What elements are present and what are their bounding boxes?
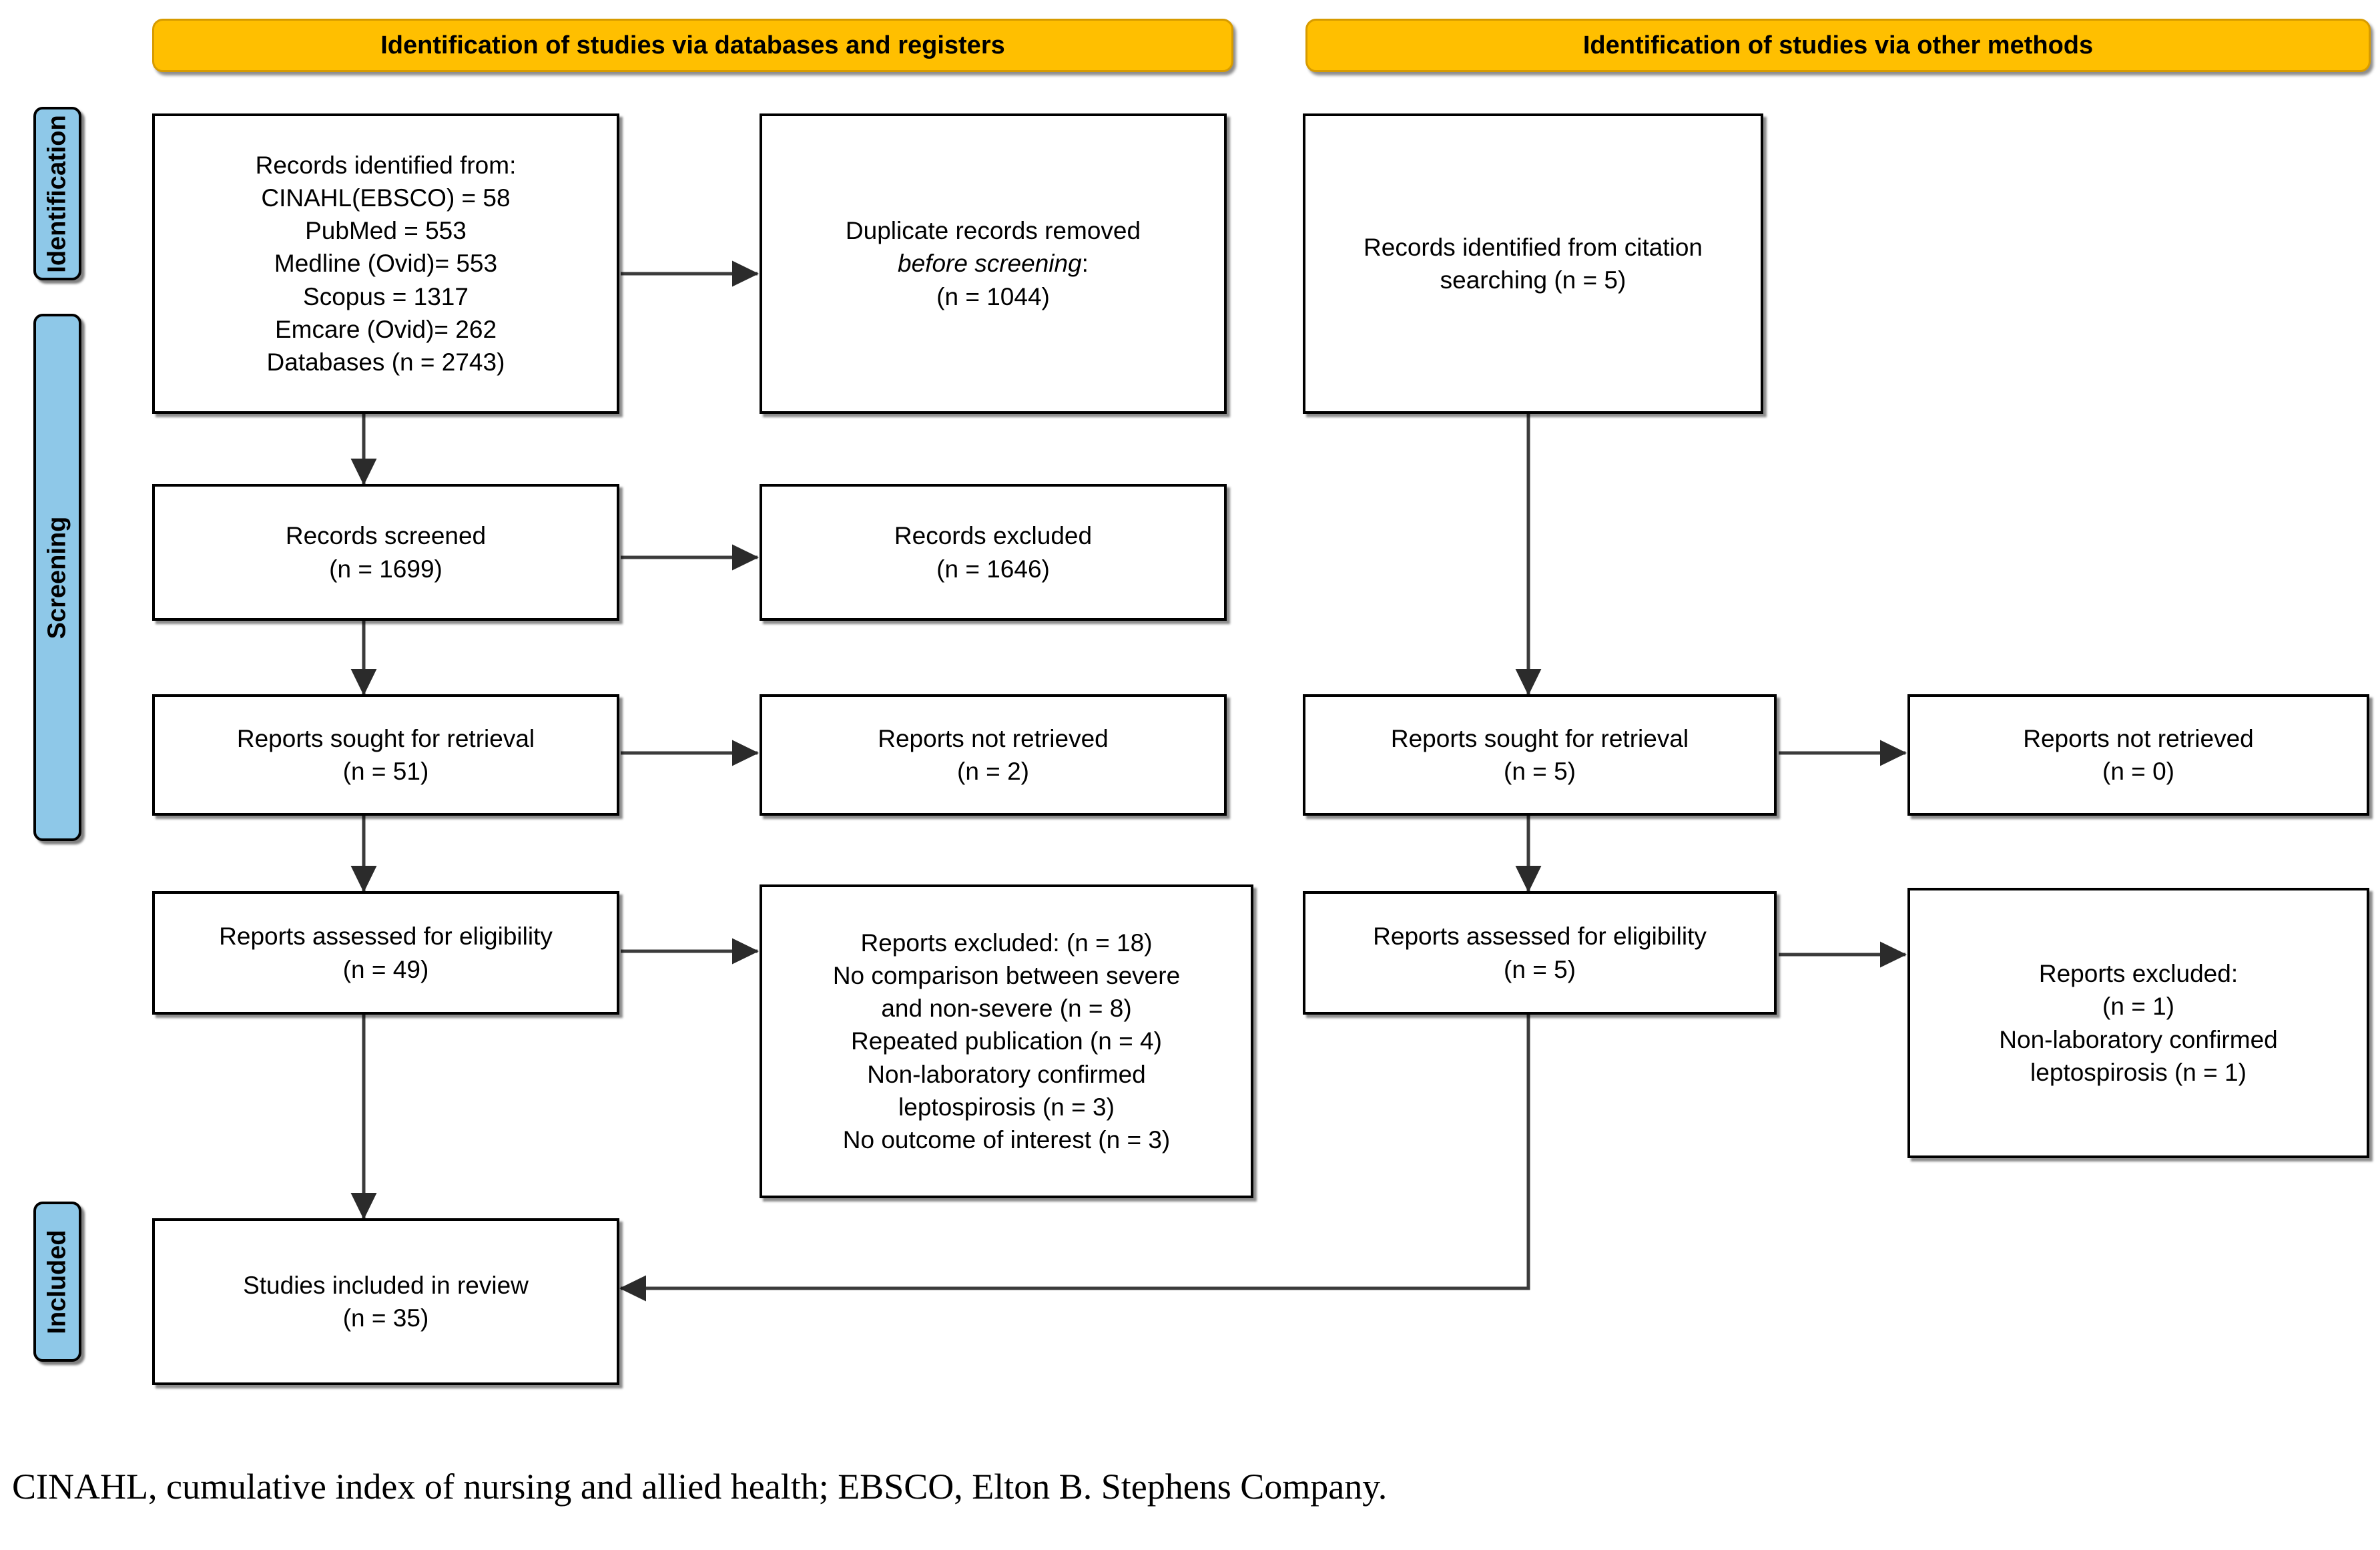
stage-label-included: Included	[43, 1229, 71, 1334]
citation-searching-line-1: searching (n = 5)	[1440, 266, 1626, 294]
reports-excluded-left-line-6: No outcome of interest (n = 3)	[842, 1126, 1171, 1153]
box-reports-excluded-left-text: Reports excluded: (n = 18) No comparison…	[824, 927, 1189, 1156]
box-studies-included-text: Studies included in review (n = 35)	[234, 1269, 538, 1334]
reports-excluded-left-line-5: leptospirosis (n = 3)	[898, 1093, 1115, 1121]
box-studies-included: Studies included in review (n = 35)	[152, 1218, 619, 1385]
box-reports-excluded-left: Reports excluded: (n = 18) No comparison…	[760, 884, 1253, 1198]
banner-databases-registers: Identification of studies via databases …	[152, 19, 1233, 72]
stage-tab-included: Included	[33, 1202, 81, 1362]
reports-not-retrieved-right-line-0: Reports not retrieved	[2023, 724, 2254, 752]
banner-label-right: Identification of studies via other meth…	[1582, 31, 2094, 59]
reports-excluded-left-line-0: Reports excluded: (n = 18)	[860, 929, 1153, 957]
reports-excluded-left-line-1: No comparison between severe	[832, 961, 1181, 989]
studies-included-line-1: (n = 35)	[342, 1304, 429, 1332]
citation-searching-line-0: Records identified from citation	[1364, 233, 1703, 261]
records-identified-line-3: Medline (Ovid)= 553	[274, 250, 498, 278]
box-citation-searching: Records identified from citation searchi…	[1303, 113, 1763, 414]
reports-sought-left-line-1: (n = 51)	[342, 758, 429, 785]
box-records-screened-text: Records screened (n = 1699)	[276, 519, 495, 585]
duplicates-line-3: (n = 1044)	[936, 282, 1050, 310]
stage-label-screening: Screening	[43, 516, 71, 639]
box-reports-not-retrieved-left-text: Reports not retrieved (n = 2)	[868, 722, 1118, 788]
figure-footnote: CINAHL, cumulative index of nursing and …	[12, 1467, 1388, 1507]
stage-tab-screening: Screening	[33, 314, 81, 841]
box-reports-not-retrieved-right: Reports not retrieved (n = 0)	[1907, 694, 2369, 816]
reports-excluded-right-line-2: Non-laboratory confirmed	[1999, 1025, 2278, 1053]
connector-right-to-included	[619, 1015, 1530, 1302]
box-records-identified-text: Records identified from: CINAHL(EBSCO) =…	[246, 149, 526, 378]
box-records-excluded-text: Records excluded (n = 1646)	[885, 519, 1101, 585]
box-citation-searching-text: Records identified from citation searchi…	[1354, 231, 1712, 296]
stage-tab-identification: Identification	[33, 107, 81, 280]
duplicates-before-screening-italic: before screening	[898, 250, 1082, 278]
reports-sought-right-line-0: Reports sought for retrieval	[1390, 724, 1689, 752]
stage-label-identification: Identification	[43, 114, 71, 273]
reports-not-retrieved-right-line-1: (n = 0)	[2102, 758, 2174, 785]
records-screened-line-1: (n = 1699)	[329, 555, 442, 583]
records-screened-line-0: Records screened	[285, 522, 487, 550]
box-reports-assessed-right: Reports assessed for eligibility (n = 5)	[1303, 891, 1777, 1015]
box-reports-assessed-left-text: Reports assessed for eligibility (n = 49…	[210, 920, 562, 985]
records-identified-line-4: Scopus = 1317	[303, 282, 469, 310]
duplicates-line-1: Duplicate records removed	[845, 217, 1141, 245]
records-identified-line-5: Emcare (Ovid)= 262	[274, 315, 497, 343]
studies-included-line-0: Studies included in review	[243, 1271, 529, 1299]
box-reports-assessed-right-text: Reports assessed for eligibility (n = 5)	[1364, 920, 1716, 985]
box-reports-sought-left: Reports sought for retrieval (n = 51)	[152, 694, 619, 816]
box-reports-not-retrieved-right-text: Reports not retrieved (n = 0)	[2014, 722, 2263, 788]
banner-other-methods: Identification of studies via other meth…	[1305, 19, 2371, 72]
box-reports-sought-left-text: Reports sought for retrieval (n = 51)	[228, 722, 544, 788]
reports-not-retrieved-left-line-1: (n = 2)	[957, 758, 1029, 785]
reports-excluded-left-line-4: Non-laboratory confirmed	[867, 1060, 1146, 1088]
records-identified-line-2: PubMed = 553	[305, 217, 467, 245]
box-reports-sought-right-text: Reports sought for retrieval (n = 5)	[1382, 722, 1698, 788]
banner-label-left: Identification of studies via databases …	[380, 31, 1005, 59]
box-reports-excluded-right: Reports excluded: (n = 1) Non-laboratory…	[1907, 888, 2369, 1158]
reports-excluded-left-line-3: Repeated publication (n = 4)	[851, 1027, 1162, 1055]
records-excluded-line-1: (n = 1646)	[936, 555, 1050, 583]
records-identified-line-6: Databases (n = 2743)	[266, 348, 505, 376]
box-records-screened: Records screened (n = 1699)	[152, 484, 619, 621]
reports-assessed-left-line-0: Reports assessed for eligibility	[219, 923, 553, 951]
duplicates-line-2: before screening:	[846, 247, 1141, 280]
reports-excluded-right-line-0: Reports excluded:	[2038, 960, 2239, 988]
reports-excluded-right-line-3: leptospirosis (n = 1)	[2030, 1058, 2247, 1086]
reports-assessed-right-line-1: (n = 5)	[1504, 955, 1576, 983]
box-reports-excluded-right-text: Reports excluded: (n = 1) Non-laboratory…	[1990, 957, 2287, 1089]
box-reports-assessed-left: Reports assessed for eligibility (n = 49…	[152, 891, 619, 1015]
box-reports-sought-right: Reports sought for retrieval (n = 5)	[1303, 694, 1777, 816]
box-reports-not-retrieved-left: Reports not retrieved (n = 2)	[760, 694, 1227, 816]
box-records-excluded: Records excluded (n = 1646)	[760, 484, 1227, 621]
duplicates-colon: :	[1081, 250, 1089, 278]
reports-excluded-right-line-1: (n = 1)	[2102, 993, 2174, 1021]
reports-excluded-left-line-2: and non-severe (n = 8)	[881, 995, 1132, 1023]
reports-sought-right-line-1: (n = 5)	[1504, 758, 1576, 785]
reports-assessed-right-line-0: Reports assessed for eligibility	[1373, 923, 1707, 951]
reports-assessed-left-line-1: (n = 49)	[342, 955, 429, 983]
records-identified-line-0: Records identified from:	[255, 151, 517, 179]
records-excluded-line-0: Records excluded	[894, 522, 1093, 550]
box-records-identified: Records identified from: CINAHL(EBSCO) =…	[152, 113, 619, 414]
reports-not-retrieved-left-line-0: Reports not retrieved	[878, 724, 1109, 752]
reports-sought-left-line-0: Reports sought for retrieval	[236, 724, 535, 752]
records-identified-line-1: CINAHL(EBSCO) = 58	[261, 184, 511, 212]
box-duplicates-removed: Duplicate records removed before screeni…	[760, 113, 1227, 414]
box-duplicates-removed-text: Duplicate records removed before screeni…	[836, 214, 1150, 313]
